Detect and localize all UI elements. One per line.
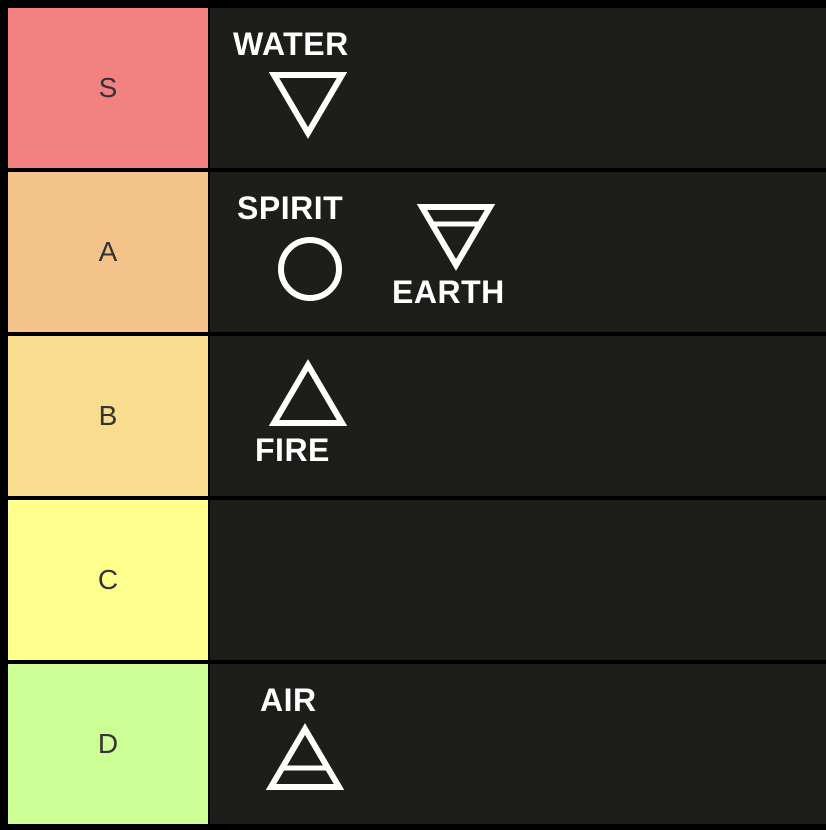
air-element-icon: [265, 723, 345, 790]
tier-row-a: A SPIRIT EARTH: [8, 172, 826, 332]
air-item[interactable]: AIR: [225, 664, 375, 824]
tier-items-c[interactable]: [210, 500, 826, 660]
tier-label-d[interactable]: D: [8, 664, 208, 824]
tier-items-b[interactable]: FIRE: [210, 336, 826, 496]
tier-row-d: D AIR: [8, 664, 826, 824]
fire-label: FIRE: [255, 432, 330, 468]
fire-item[interactable]: FIRE: [225, 336, 375, 496]
tier-items-s[interactable]: WATER: [210, 8, 826, 168]
earth-label: EARTH: [392, 274, 505, 310]
tier-row-s: S WATER: [8, 8, 826, 168]
tier-label-s[interactable]: S: [8, 8, 208, 168]
water-element-icon: [268, 72, 348, 139]
tier-items-a[interactable]: SPIRIT EARTH: [210, 172, 826, 332]
fire-element-icon: [268, 359, 348, 426]
water-item[interactable]: WATER: [225, 8, 375, 168]
spirit-element-icon: [278, 237, 342, 301]
tier-row-b: B FIRE: [8, 336, 826, 496]
tier-label-b[interactable]: B: [8, 336, 208, 496]
air-label: AIR: [260, 682, 317, 718]
spirit-item[interactable]: SPIRIT: [225, 172, 375, 332]
tier-items-d[interactable]: AIR: [210, 664, 826, 824]
earth-element-icon: [416, 204, 496, 271]
spirit-label: SPIRIT: [237, 190, 344, 226]
earth-item[interactable]: EARTH: [385, 172, 535, 332]
tier-label-a[interactable]: A: [8, 172, 208, 332]
tier-row-c: C: [8, 500, 826, 660]
tier-label-c[interactable]: C: [8, 500, 208, 660]
water-label: WATER: [233, 26, 349, 62]
